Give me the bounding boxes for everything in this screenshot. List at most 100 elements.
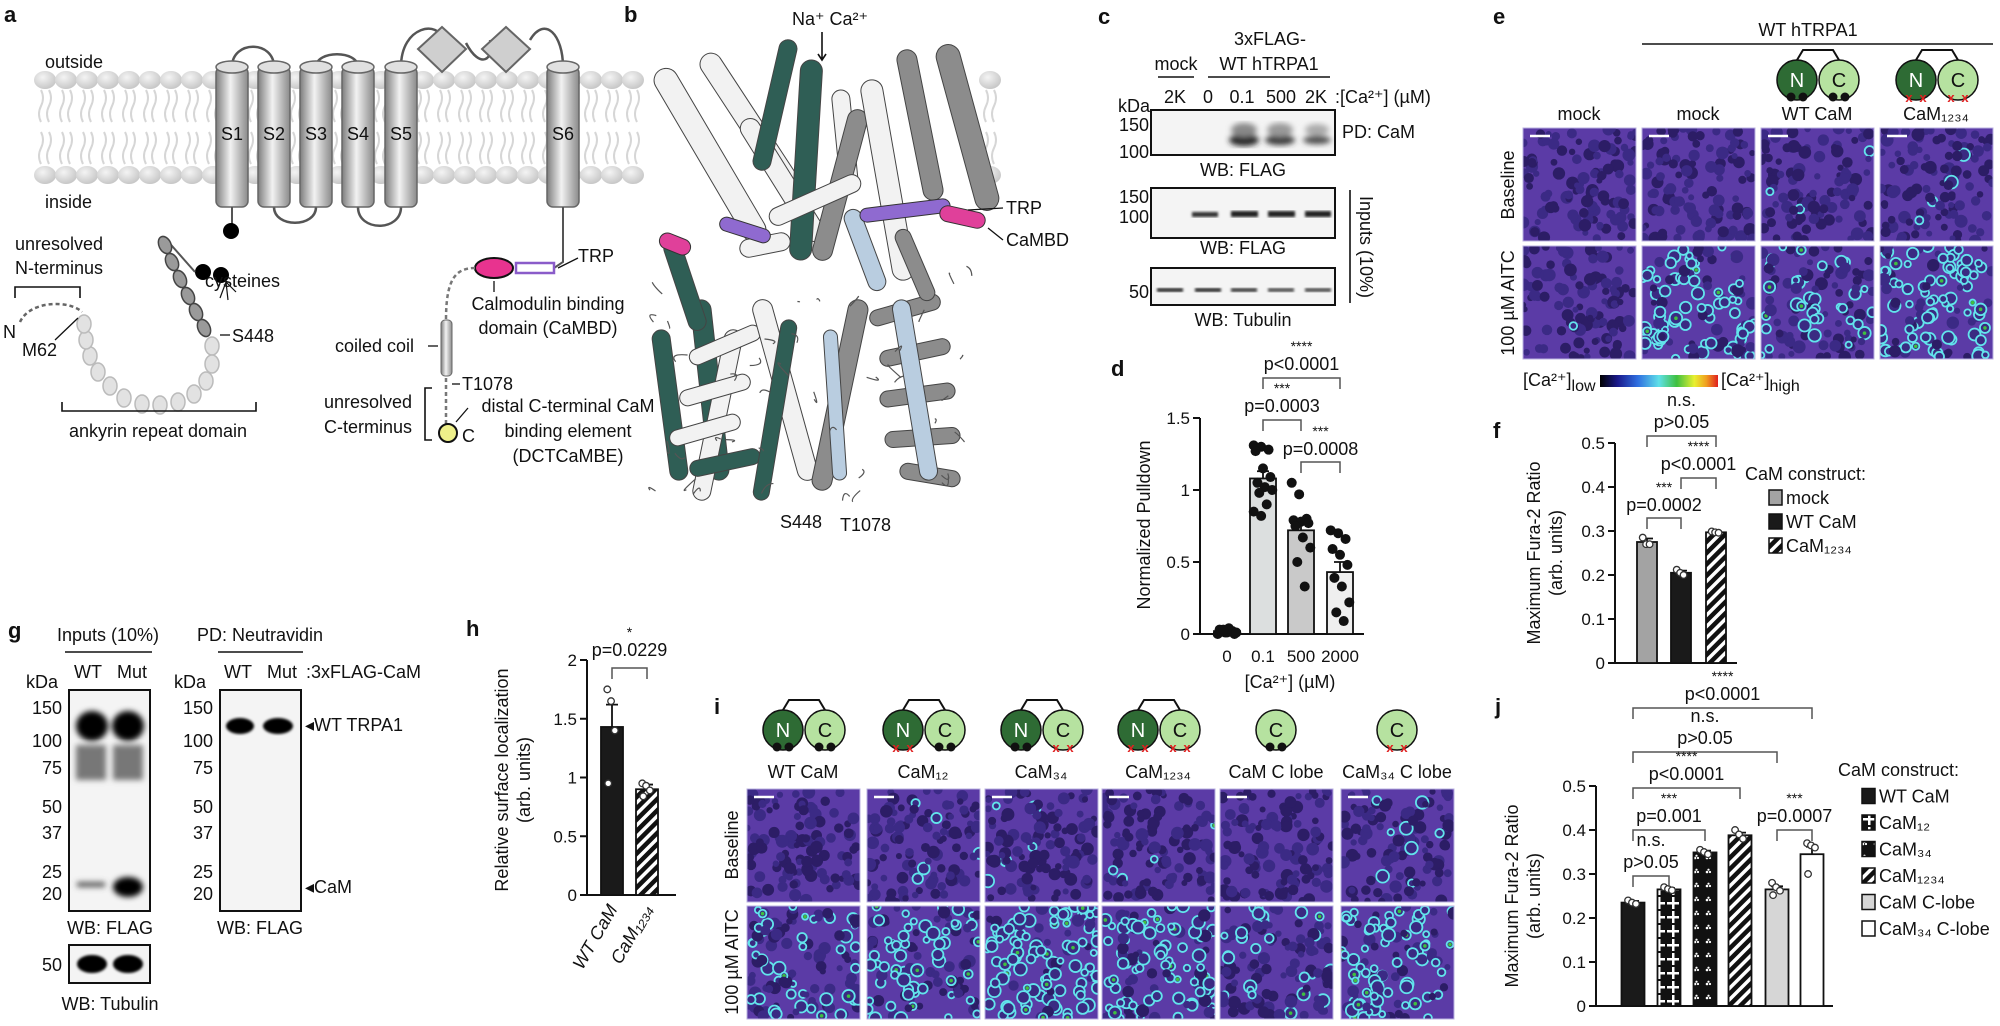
cell	[747, 859, 757, 871]
cell	[1804, 128, 1811, 133]
cell	[747, 806, 754, 816]
lipid-tail	[613, 89, 619, 123]
cell	[1922, 184, 1931, 193]
trp-arrow	[557, 257, 579, 269]
row-label: 100 µM AITC	[1498, 250, 1518, 355]
data-point	[1638, 533, 1647, 542]
unresolved-c-label: C-terminus	[324, 417, 412, 437]
cell	[1970, 196, 1981, 206]
cell	[1054, 808, 1063, 818]
active-cell	[1718, 296, 1731, 309]
cell	[1245, 824, 1255, 834]
cell	[930, 888, 941, 899]
active-cell	[931, 948, 945, 962]
cell	[1947, 293, 1957, 303]
cell	[789, 880, 798, 889]
cell	[787, 969, 797, 978]
active-cell	[1160, 959, 1171, 971]
cell	[1231, 979, 1239, 987]
legend-entry: WT CaM	[1879, 787, 1950, 807]
cell	[1362, 1002, 1372, 1012]
active-cell	[1863, 145, 1874, 157]
cell	[1819, 204, 1829, 214]
imaging-tile	[746, 788, 861, 903]
active-cell	[1866, 306, 1874, 319]
active-cell-core	[1103, 918, 1108, 922]
p-value-label: p<0.0001	[1264, 354, 1340, 374]
linker-line	[1020, 699, 1064, 711]
active-cell	[1053, 984, 1067, 997]
cell	[826, 884, 834, 893]
cell	[844, 858, 853, 867]
cell	[754, 871, 766, 883]
cell	[1844, 334, 1853, 343]
cell	[1295, 793, 1302, 800]
loop-ribbon	[954, 431, 965, 443]
cell	[1923, 160, 1937, 174]
cell	[952, 843, 961, 853]
active-cell-core	[846, 994, 851, 998]
active-cell	[1664, 256, 1677, 269]
cell	[1444, 964, 1451, 971]
cell	[756, 954, 768, 966]
cell	[810, 984, 820, 994]
active-cell	[1901, 283, 1914, 296]
cell	[1967, 317, 1976, 326]
tile-border	[984, 788, 1099, 903]
data-point	[607, 697, 616, 706]
colorbar-low-label: [Ca²⁺]low	[1523, 370, 1596, 395]
cell	[804, 816, 817, 830]
kda-label: kDa	[26, 672, 59, 692]
bar	[1764, 888, 1790, 1007]
tile-content	[1341, 906, 1454, 1019]
active-cell	[1250, 942, 1262, 955]
ankyrin-repeat	[198, 371, 214, 391]
cell	[1523, 301, 1527, 309]
data-point	[1804, 870, 1813, 878]
legend-swatch	[1861, 893, 1876, 911]
lipid-tail	[193, 89, 199, 123]
pd-label: PD: CaM	[1342, 122, 1415, 142]
cell	[1148, 1011, 1161, 1019]
active-cell	[1172, 1011, 1184, 1019]
active-cell-core	[1356, 1002, 1361, 1007]
cell	[1745, 341, 1755, 352]
lipid-head	[160, 71, 182, 89]
lipid-head	[76, 166, 98, 184]
cell	[1581, 195, 1594, 208]
cell	[1611, 276, 1623, 288]
trp-helix	[719, 216, 771, 244]
loop-ribbon	[887, 364, 902, 378]
cell	[1788, 315, 1800, 327]
active-cell	[989, 977, 1001, 989]
helix-cylinder	[843, 208, 887, 292]
helix-cylinder	[891, 299, 939, 481]
c-lobe-label: C	[1269, 720, 1283, 742]
cell	[1740, 141, 1749, 149]
cell	[1310, 826, 1321, 838]
significance-bracket	[1646, 517, 1682, 529]
cell	[1537, 231, 1551, 241]
cell	[1818, 340, 1829, 351]
cell	[1312, 864, 1319, 872]
active-cell	[1167, 922, 1176, 931]
cell	[1950, 165, 1962, 177]
significance-bracket	[1646, 435, 1717, 447]
cell	[1728, 225, 1738, 235]
calcium-imaging-grid	[746, 788, 1455, 1020]
active-cell	[834, 1008, 848, 1019]
lipid-tail	[130, 89, 136, 123]
cell	[1530, 227, 1540, 237]
imaging-tile	[1641, 127, 1756, 242]
blot-caption: WB: Tubulin	[1194, 310, 1291, 330]
cell	[1148, 841, 1161, 854]
lipid-tail	[80, 89, 86, 123]
cell	[1523, 216, 1530, 229]
cell	[971, 820, 980, 831]
active-cell	[903, 922, 913, 933]
marker-label: 25	[42, 862, 62, 882]
active-cell	[1894, 279, 1904, 289]
cell	[1864, 257, 1873, 266]
